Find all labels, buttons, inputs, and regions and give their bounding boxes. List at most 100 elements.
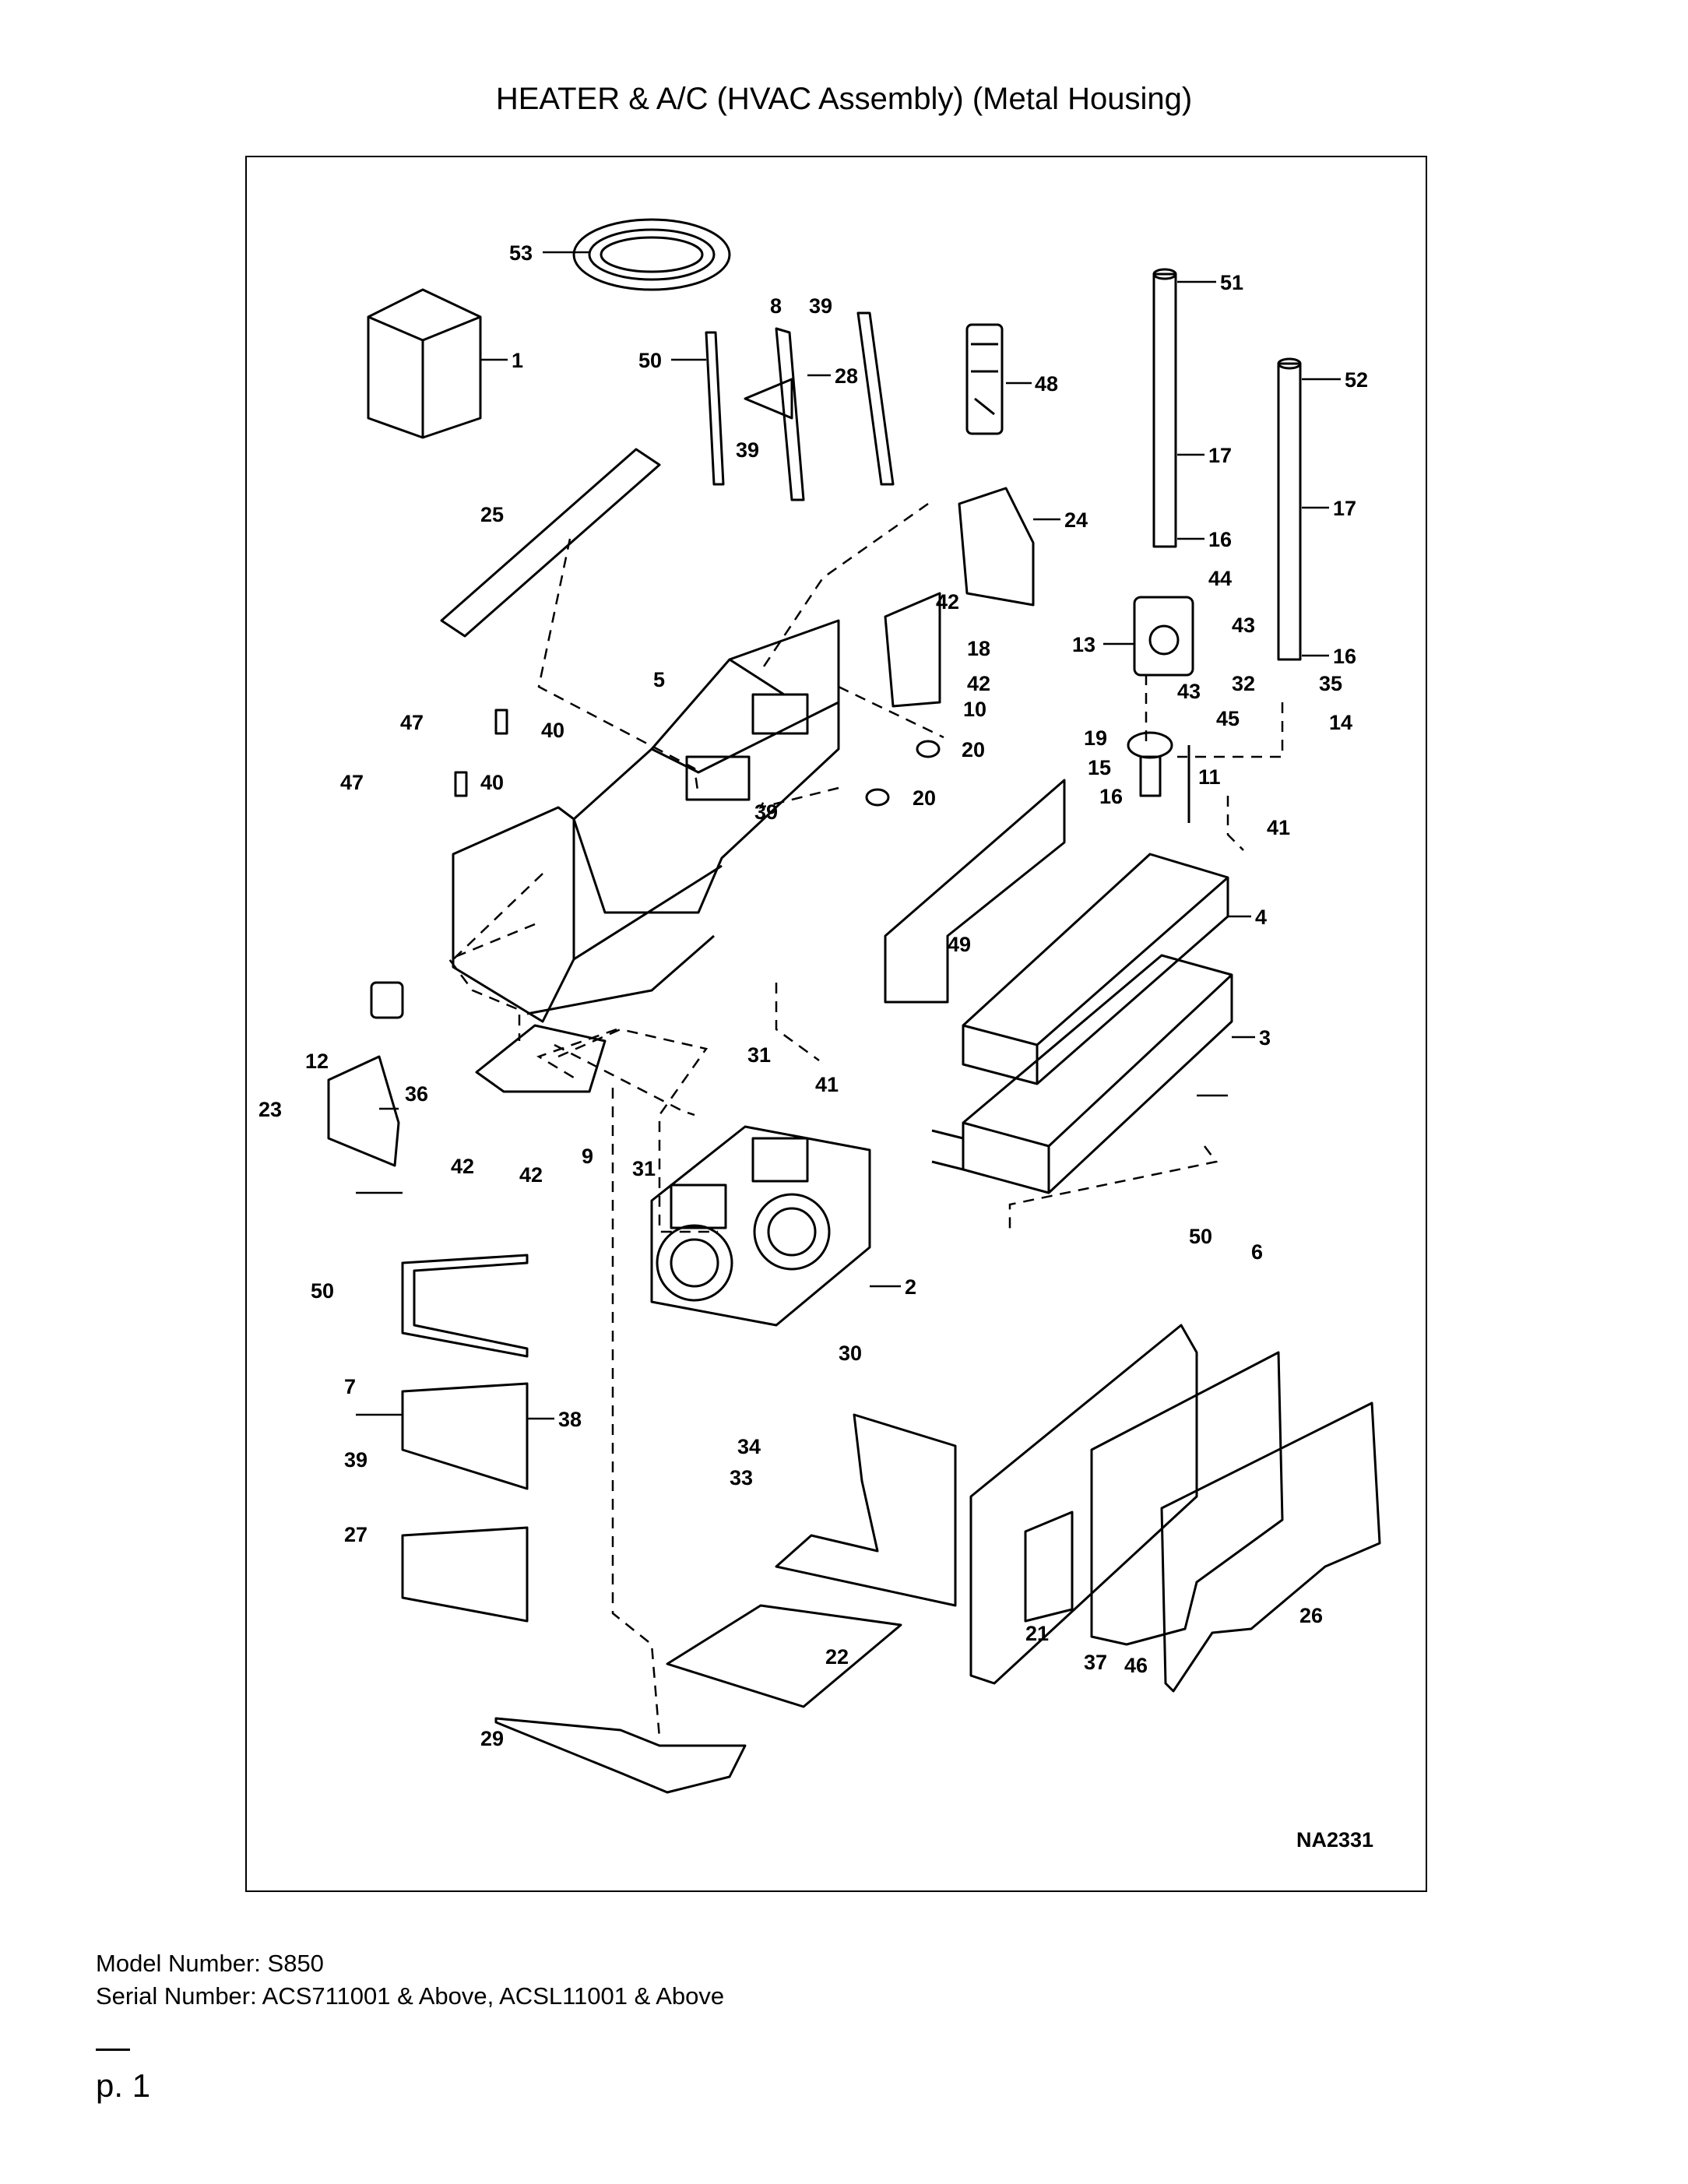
serial-number: Serial Number: ACS711001 & Above, ACSL11… <box>96 1982 725 2010</box>
callout-21: 21 <box>1025 1622 1049 1645</box>
callout-26: 26 <box>1299 1604 1323 1627</box>
box-part <box>367 288 482 439</box>
callout-52: 52 <box>1345 368 1368 392</box>
grommet-20b <box>865 788 890 807</box>
callout-8: 8 <box>770 294 782 318</box>
callout-14: 14 <box>1329 711 1352 734</box>
callout-6: 6 <box>1251 1240 1263 1264</box>
callout-40a: 40 <box>541 719 564 742</box>
callout-41b: 41 <box>815 1073 839 1096</box>
bracket-part <box>884 592 941 708</box>
callout-39d: 39 <box>344 1448 367 1472</box>
callout-7: 7 <box>344 1375 356 1398</box>
callout-39b: 39 <box>736 438 759 462</box>
callout-16b: 16 <box>1333 645 1356 668</box>
seal-strip-upper <box>705 331 725 486</box>
callout-20a: 20 <box>962 738 985 761</box>
callout-30: 30 <box>839 1342 862 1365</box>
plate-7 <box>401 1382 529 1490</box>
callout-45: 45 <box>1216 707 1240 730</box>
callout-32: 32 <box>1232 672 1255 695</box>
callout-49: 49 <box>948 933 971 956</box>
callout-13: 13 <box>1072 633 1095 656</box>
page-rule <box>96 2049 130 2051</box>
callout-47a: 47 <box>400 711 424 734</box>
fitting-part <box>1127 731 1173 797</box>
callout-31b: 31 <box>632 1157 656 1180</box>
evaporator-part <box>931 954 1233 1194</box>
panel-49 <box>884 779 1066 1004</box>
assembly-lines <box>448 502 1284 1739</box>
callout-51: 51 <box>1220 271 1243 294</box>
fitting-12 <box>370 981 404 1019</box>
model-number: Model Number: S850 <box>96 1950 324 1977</box>
callout-5: 5 <box>653 668 665 691</box>
plate-part <box>744 327 805 501</box>
callout-42c: 42 <box>451 1155 474 1178</box>
panel-22 <box>666 1604 902 1708</box>
callout-42a: 42 <box>936 590 959 614</box>
callout-24: 24 <box>1064 508 1088 532</box>
leader-lines <box>356 251 1341 1420</box>
callout-labels: 53 1 8 39 50 28 48 51 52 39 17 17 25 24 … <box>258 241 1373 1852</box>
filter-21 <box>1024 1511 1074 1623</box>
exploded-parts-diagram: 53 1 8 39 50 28 48 51 52 39 17 17 25 24 … <box>258 218 1381 1852</box>
callout-41a: 41 <box>1267 816 1290 839</box>
diagram-frame: 53 1 8 39 50 28 48 51 52 39 17 17 25 24 … <box>245 156 1427 1892</box>
callout-43b: 43 <box>1177 680 1201 703</box>
callout-39c: 39 <box>754 800 778 824</box>
callout-36: 36 <box>405 1082 428 1106</box>
gasket-50-right <box>969 1324 1198 1685</box>
callout-16c: 16 <box>1099 785 1123 808</box>
clip-47b <box>454 771 468 797</box>
callout-27: 27 <box>344 1523 367 1546</box>
callout-37: 37 <box>1084 1651 1107 1674</box>
panel-23 <box>327 1055 400 1167</box>
callout-47b: 47 <box>340 771 364 794</box>
callout-4: 4 <box>1255 906 1267 929</box>
callout-46: 46 <box>1124 1654 1148 1677</box>
callout-50c: 50 <box>311 1279 334 1303</box>
callout-40b: 40 <box>480 771 504 794</box>
callout-42d: 42 <box>519 1163 543 1187</box>
valve-part <box>1133 596 1194 677</box>
callout-11: 11 <box>1198 765 1221 789</box>
callout-50b: 50 <box>1189 1225 1212 1248</box>
callout-18: 18 <box>967 637 990 660</box>
cover-30 <box>775 1413 957 1607</box>
callout-23: 23 <box>258 1098 282 1121</box>
callout-12: 12 <box>305 1050 329 1073</box>
callout-50a: 50 <box>638 349 662 372</box>
callout-25: 25 <box>480 503 504 526</box>
callout-28: 28 <box>835 364 858 388</box>
callout-35: 35 <box>1319 672 1342 695</box>
callout-42b: 42 <box>967 672 990 695</box>
page-number: p. 1 <box>96 2067 151 2104</box>
callout-1: 1 <box>512 349 523 372</box>
main-housing-part <box>452 619 840 1023</box>
grommet-20a <box>916 740 941 758</box>
clip-47a <box>494 709 508 735</box>
callout-43a: 43 <box>1232 614 1255 637</box>
callout-53: 53 <box>509 241 533 265</box>
callout-15: 15 <box>1088 756 1111 779</box>
cover-26 <box>1160 1401 1381 1693</box>
blower-part <box>650 1125 871 1327</box>
heater-core-part <box>962 853 1229 1085</box>
callout-10: 10 <box>963 698 986 721</box>
actuator-part <box>965 323 1004 435</box>
callout-33: 33 <box>730 1466 753 1489</box>
callout-29: 29 <box>480 1727 504 1750</box>
callout-20b: 20 <box>913 786 936 810</box>
tube-51 <box>1152 268 1177 548</box>
panel-part <box>856 311 895 486</box>
callout-31a: 31 <box>747 1043 771 1067</box>
callout-34: 34 <box>737 1435 761 1458</box>
callout-2: 2 <box>905 1275 916 1299</box>
callout-48: 48 <box>1035 372 1058 396</box>
callout-3: 3 <box>1259 1026 1271 1050</box>
callout-44: 44 <box>1208 567 1232 590</box>
cover-part <box>958 487 1035 607</box>
callout-9: 9 <box>582 1145 593 1168</box>
foam-strip-part <box>440 448 661 638</box>
